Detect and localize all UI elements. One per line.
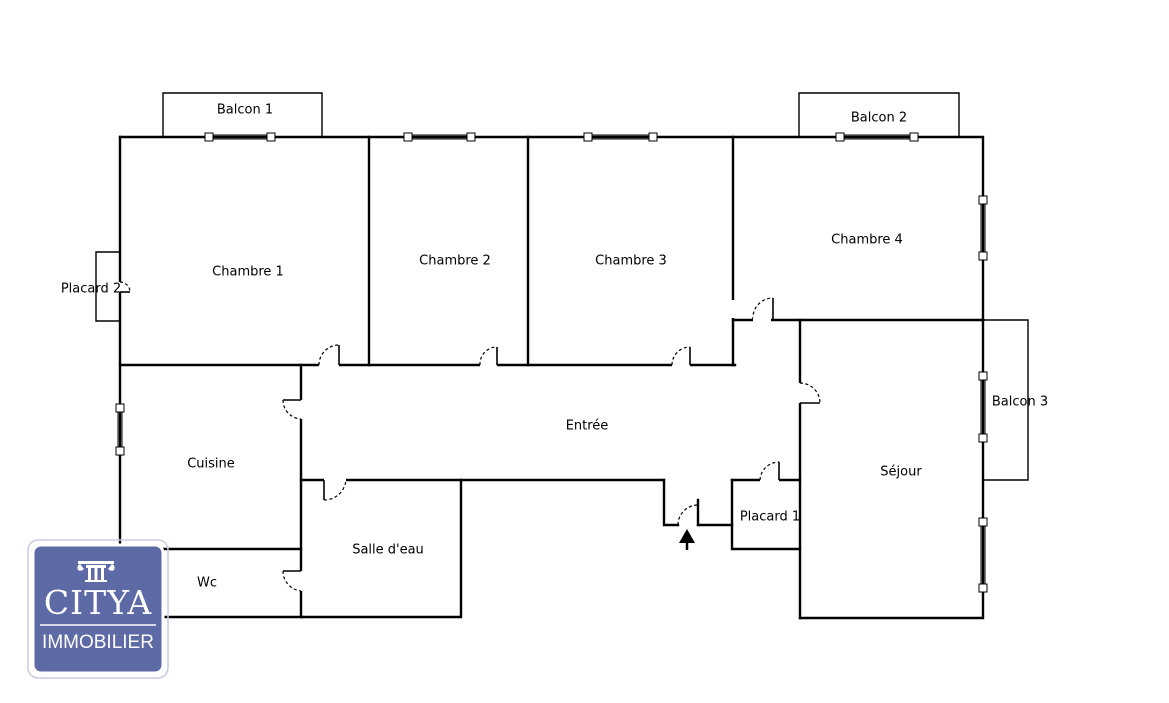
windows [115,132,988,595]
label-chambre-2: Chambre 2 [419,254,491,269]
label-sejour: Séjour [880,465,922,480]
label-balcon-1: Balcon 1 [217,103,273,118]
room-labels: Balcon 1 Balcon 2 Balcon 3 Chambre 1 Cha… [61,103,1048,591]
label-wc: Wc [197,576,217,591]
entrance-arrow-icon [679,529,695,543]
label-balcon-3: Balcon 3 [992,395,1048,410]
citya-logo: CITYA IMMOBILIER [27,539,169,679]
label-chambre-4: Chambre 4 [831,233,903,248]
label-chambre-3: Chambre 3 [595,254,667,269]
logo-subtitle: IMMOBILIER [42,632,154,653]
label-chambre-1: Chambre 1 [212,265,284,280]
doors [119,281,821,592]
label-balcon-2: Balcon 2 [851,111,907,126]
label-salle-d-eau: Salle d'eau [352,543,424,558]
label-entree: Entrée [566,419,609,434]
balcony-outlines [95,92,1029,481]
door-gaps [117,282,803,591]
logo-brand: CITYA [44,583,153,622]
logo-background [31,543,165,675]
walls [118,135,985,620]
label-placard-2: Placard 2 [61,282,121,297]
column-capital-icon [77,561,115,582]
label-cuisine: Cuisine [187,457,235,472]
label-placard-1: Placard 1 [740,510,800,525]
